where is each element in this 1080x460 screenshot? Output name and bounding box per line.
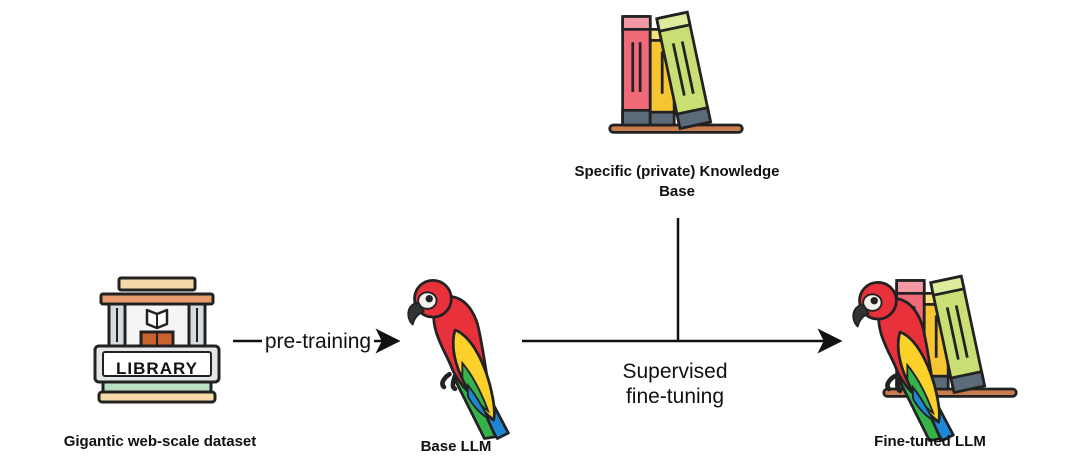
parrot-icon (408, 280, 508, 438)
pretraining-label: pre-training (262, 329, 374, 355)
sft-label-line2: fine-tuning (625, 385, 725, 409)
base-llm-label: Base LLM (420, 438, 492, 455)
sft-label-line1: Supervised (622, 360, 728, 383)
sft-label: Supervised fine-tuning (600, 359, 750, 409)
finetuned-llm-label: Fine-tuned LLM (874, 433, 986, 450)
library-building-icon (93, 276, 221, 404)
library-sign-text: LIBRARY (116, 359, 198, 378)
knowledge-base-label: Specific (private) Knowledge Base (574, 163, 780, 200)
parrot-with-books-icon (853, 274, 1018, 440)
books-icon (608, 10, 744, 134)
dataset-label: Gigantic web-scale dataset (63, 433, 257, 450)
